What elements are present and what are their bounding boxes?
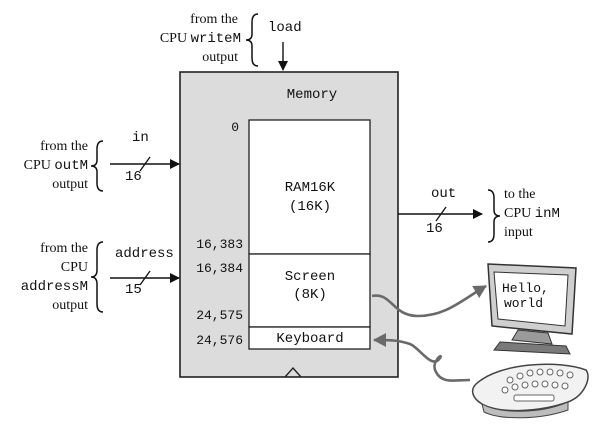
out-dest-line2: CPU inM [504,206,560,222]
monitor-text-line2: world [504,296,543,311]
address-source-line4: output [52,298,88,313]
in-source-line1: from the [40,139,88,154]
out-pin-label: out [431,186,456,202]
out-bus-width: 16 [426,221,443,237]
load-source-line3: output [202,50,238,65]
load-source-line1: from the [190,12,238,27]
in-bus-slash [139,156,151,172]
address-24576: 24,576 [196,333,243,348]
in-brace [90,140,104,192]
load-pin-label: load [268,20,302,36]
address-24575: 24,575 [196,308,243,323]
address-16383: 16,383 [196,237,243,252]
load-brace [245,13,259,67]
address-source-line3: addressM [21,279,88,295]
address-source-line2: CPU [61,260,88,275]
address-0: 0 [231,120,239,135]
memory-title: Memory [287,87,337,103]
screen-label: Screen [285,269,335,285]
ram16k-block [248,119,371,255]
address-16384: 16,384 [196,261,243,276]
keyboard-icon [471,363,589,419]
keyboard-cable [373,333,471,382]
in-pin-label: in [132,130,149,146]
out-dest-line1: to the [504,187,536,202]
address-bus-width: 15 [125,282,142,298]
ram16k-size: (16K) [289,199,331,215]
screen-size: (8K) [293,287,327,303]
screen-cable [371,284,487,318]
keyboard-block [248,326,371,350]
monitor-text-line1: Hello, [502,281,549,296]
in-bus-width: 16 [125,169,142,185]
in-source-line3: output [52,177,88,192]
monitor-icon [487,263,577,355]
keyboard-label: Keyboard [276,331,343,347]
address-pin-label: address [115,246,174,262]
out-bus-slash [435,206,447,222]
address-source-line1: from the [40,241,88,256]
in-source-line2: CPU outM [24,158,88,174]
ram16k-label: RAM16K [285,180,336,196]
out-brace [487,189,501,243]
out-dest-line3: input [504,225,533,240]
clock-triangle-icon [284,366,302,378]
load-source-line2: CPU writeM [160,31,241,47]
address-brace [90,241,104,313]
address-bus-slash [139,270,151,286]
